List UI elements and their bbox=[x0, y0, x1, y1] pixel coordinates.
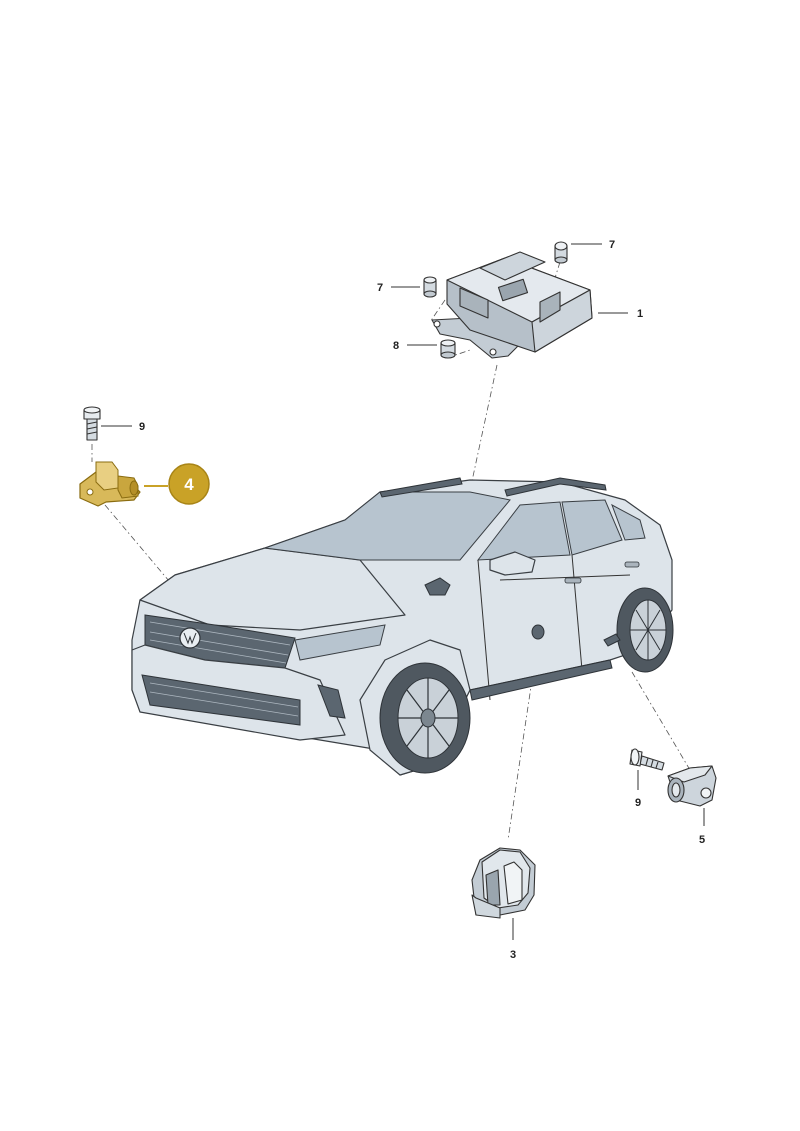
callout-9-left[interactable]: 9 bbox=[139, 421, 145, 433]
callout-5[interactable]: 5 bbox=[699, 834, 705, 846]
callout-9-right[interactable]: 9 bbox=[635, 797, 641, 809]
callout-4[interactable]: 4 bbox=[184, 475, 194, 494]
bolt-9-left bbox=[83, 406, 101, 441]
bolt-9-right bbox=[629, 748, 665, 771]
pressure-sensor-3 bbox=[471, 847, 536, 919]
callout-8[interactable]: 8 bbox=[393, 340, 399, 352]
airbag-control-unit bbox=[431, 251, 593, 359]
callout-7-left[interactable]: 7 bbox=[377, 282, 383, 294]
mount-point-dash bbox=[424, 577, 451, 596]
headlight bbox=[294, 624, 386, 661]
callout-1[interactable]: 1 bbox=[637, 308, 643, 320]
crash-sensor-4 bbox=[79, 461, 141, 507]
windshield bbox=[264, 491, 511, 561]
rear-side-window bbox=[561, 499, 623, 556]
nut-7-left bbox=[423, 276, 437, 298]
mount-point-door bbox=[531, 624, 545, 640]
lower-grille bbox=[141, 674, 301, 726]
front-side-window bbox=[476, 501, 571, 561]
callout-3[interactable]: 3 bbox=[510, 949, 516, 961]
nut-8 bbox=[440, 339, 456, 359]
nut-7-right bbox=[554, 241, 568, 264]
callout-4-badge[interactable]: 4 bbox=[168, 463, 210, 505]
callout-labels: 1 3 4 5 7 7 8 9 9 bbox=[139, 239, 705, 961]
callout-leaders bbox=[101, 243, 705, 940]
vehicle bbox=[131, 477, 674, 776]
mount-point-sill bbox=[603, 633, 621, 647]
callout-7-right[interactable]: 7 bbox=[609, 239, 615, 251]
crash-sensor-5 bbox=[667, 765, 717, 807]
